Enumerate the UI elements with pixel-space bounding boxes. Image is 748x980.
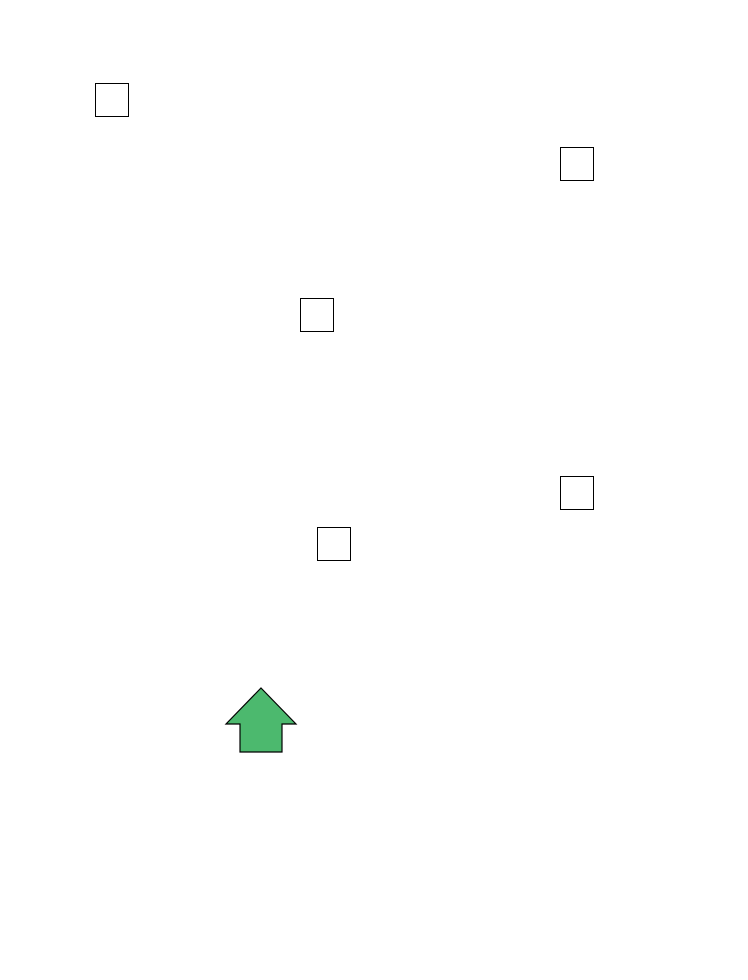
target-box[interactable] xyxy=(317,527,351,561)
target-box[interactable] xyxy=(560,147,594,181)
up-arrow-icon[interactable] xyxy=(224,687,298,753)
target-box[interactable] xyxy=(95,83,129,117)
player-arrow xyxy=(224,687,298,753)
target-box[interactable] xyxy=(560,476,594,510)
target-box[interactable] xyxy=(300,298,334,332)
